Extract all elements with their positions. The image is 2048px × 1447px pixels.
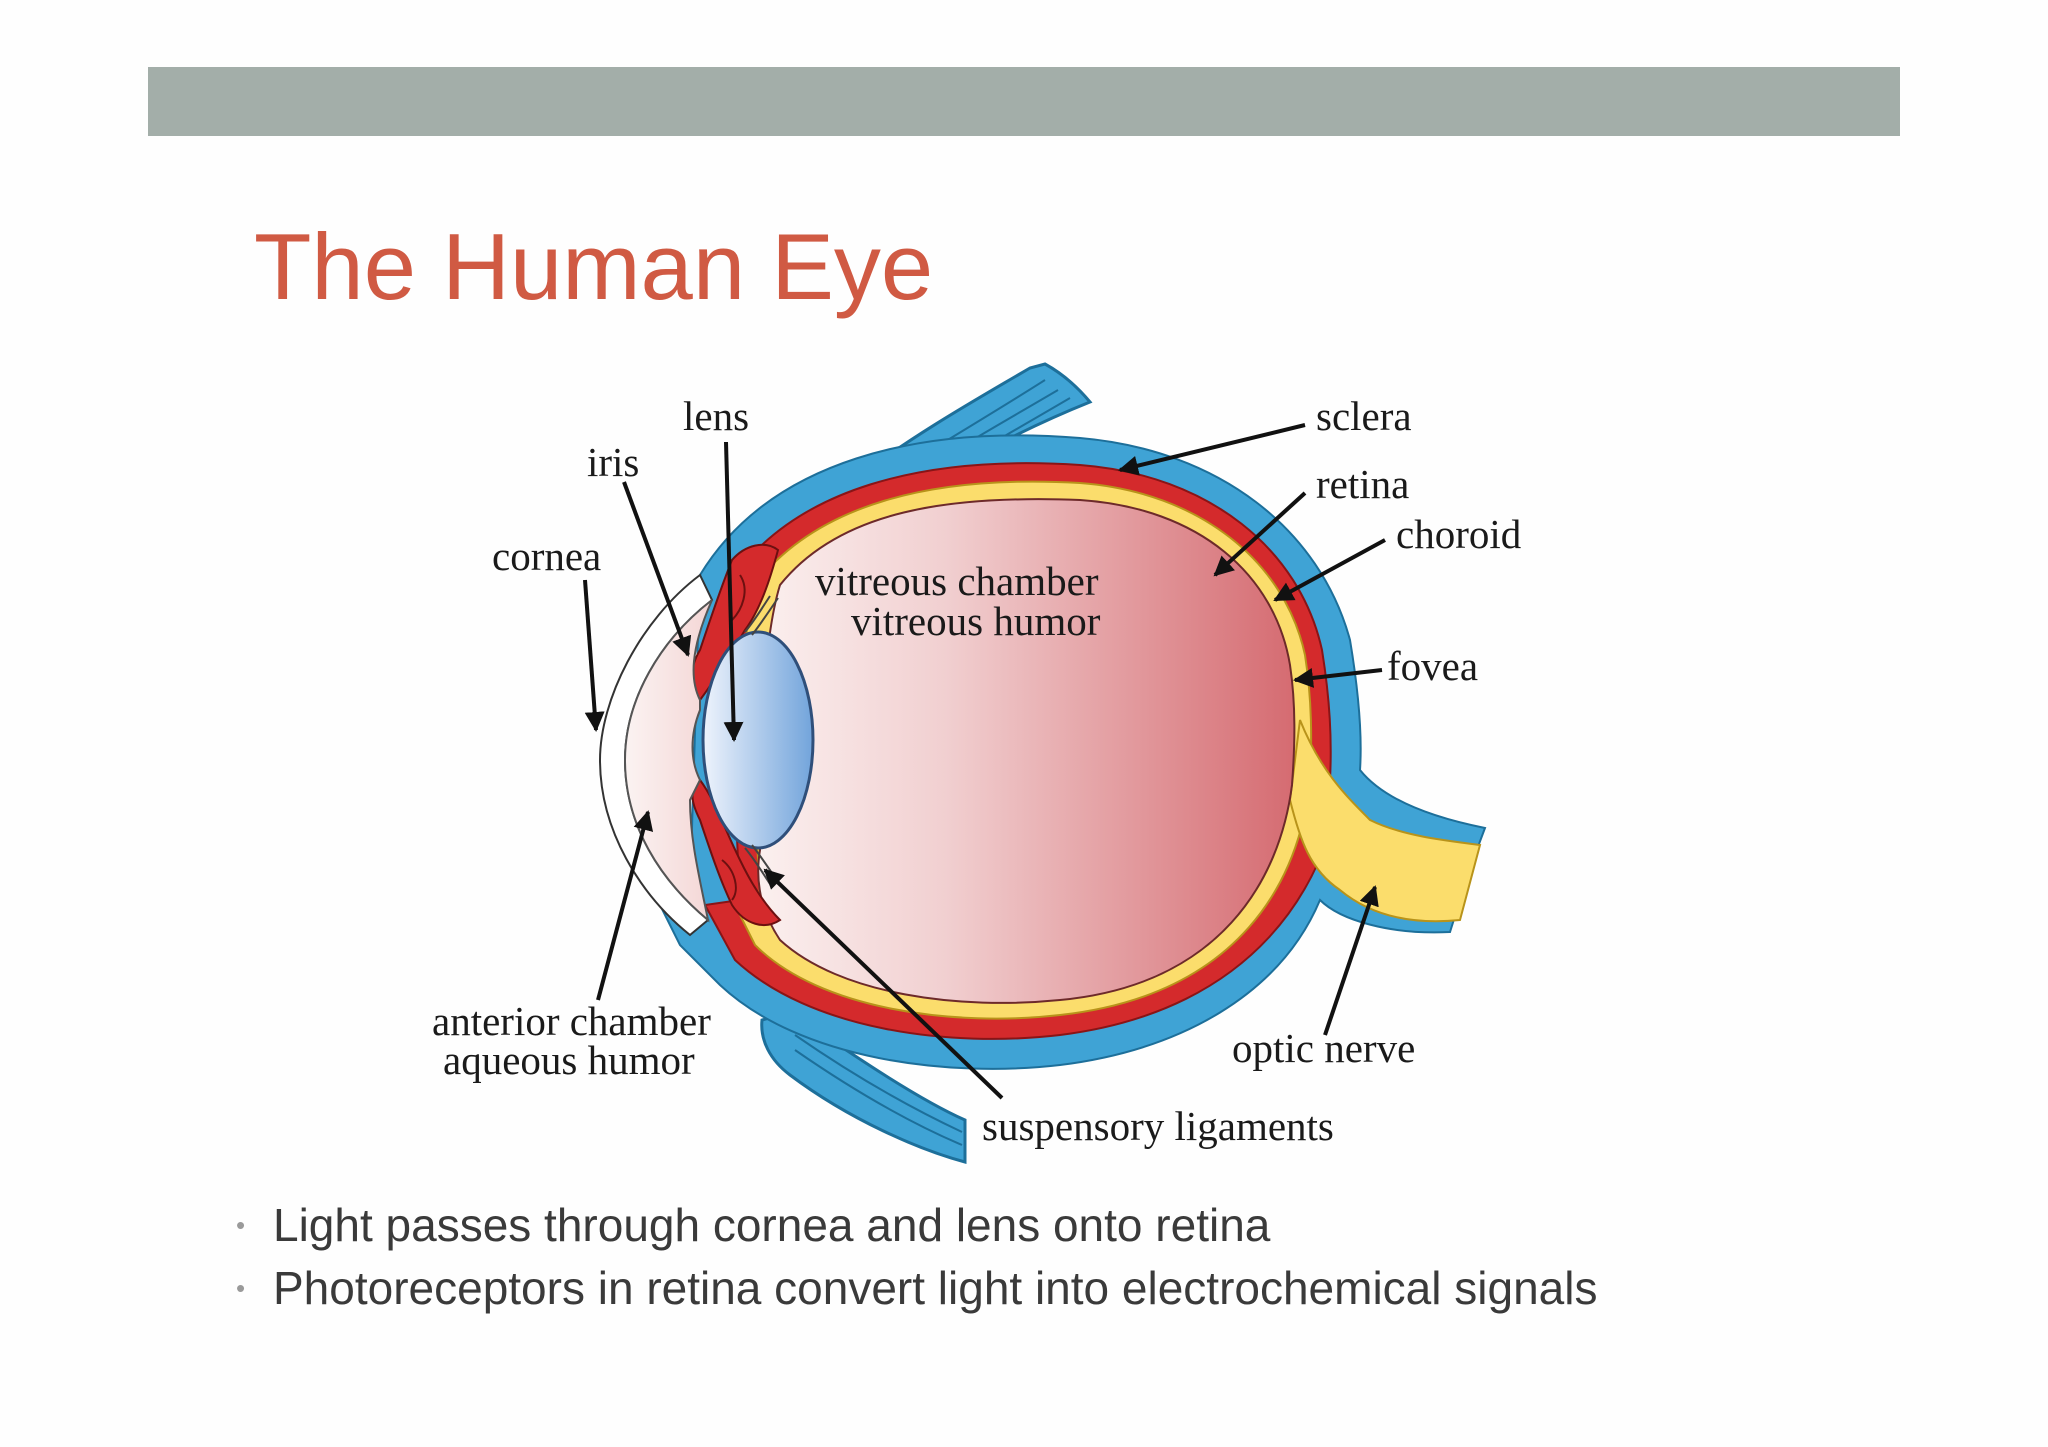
vitreous-chamber [757,498,1296,1004]
label-vitreous-chamber: vitreous chamber [815,558,1099,604]
label-retina: retina [1316,461,1409,507]
header-bar [148,67,1900,136]
label-lens: lens [683,393,749,439]
label-choroid: choroid [1396,511,1521,557]
bullet-list: • Light passes through cornea and lens o… [236,1194,1597,1320]
label-iris: iris [587,439,639,485]
bullet-item: • Photoreceptors in retina convert light… [236,1257,1597,1320]
label-sclera: sclera [1316,393,1412,439]
label-arrows [583,423,1386,1100]
muscle-bottom [760,1010,967,1164]
bullet-item: • Light passes through cornea and lens o… [236,1194,1597,1257]
label-vitreous-humor: vitreous humor [851,598,1101,644]
label-anterior-chamber: anterior chamber [432,998,711,1044]
label-optic-nerve: optic nerve [1232,1025,1415,1071]
label-aqueous-humor: aqueous humor [443,1037,695,1083]
label-cornea: cornea [492,533,601,579]
iris-bottom [691,778,782,926]
bullet-dot-icon: • [236,1210,246,1240]
slide-title: The Human Eye [254,214,934,319]
anterior-chamber [623,599,713,923]
bullet-dot-icon: • [236,1273,246,1303]
lens [701,630,815,850]
bullet-text: Light passes through cornea and lens ont… [273,1199,1271,1251]
bullet-text: Photoreceptors in retina convert light i… [273,1262,1598,1314]
label-fovea: fovea [1387,643,1478,689]
label-suspensory-ligaments: suspensory ligaments [982,1103,1334,1149]
optic-nerve [1288,719,1482,923]
